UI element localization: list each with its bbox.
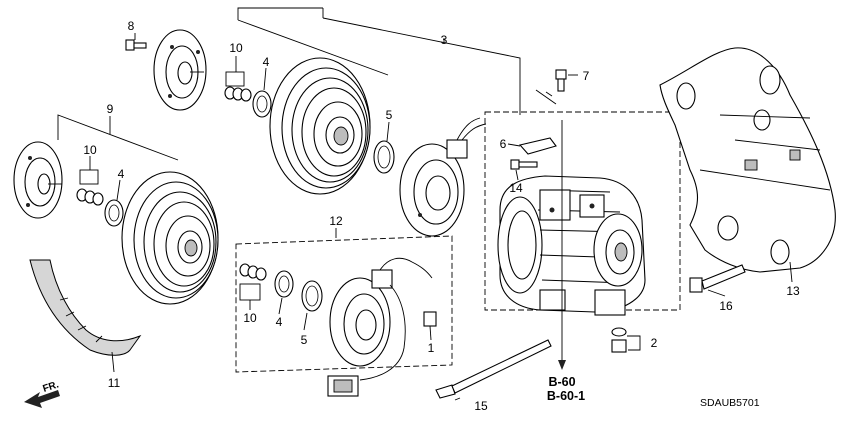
callout-2: 2 — [651, 336, 658, 350]
callout-15: 15 — [474, 399, 488, 413]
callout-1: 1 — [428, 341, 435, 355]
snap-ring-part-4-lower — [104, 199, 124, 227]
callout-10: 10 — [229, 41, 243, 55]
bolt-part-8 — [125, 39, 147, 51]
snap-ring-part-5-upper — [373, 140, 395, 174]
pulley-upper — [269, 57, 371, 195]
clutch-kit-dashed-box — [235, 235, 453, 373]
compressor-body — [497, 175, 646, 316]
callout-5: 5 — [301, 333, 308, 347]
reference-b-60: B-60 — [548, 375, 575, 389]
callout-3: 3 — [441, 33, 448, 47]
compressor-dashed-box — [484, 111, 681, 311]
nut-part-2 — [611, 327, 627, 353]
callout-10: 10 — [83, 143, 97, 157]
bracket-part-6 — [518, 137, 557, 155]
callout-8: 8 — [128, 19, 135, 33]
callout-16: 16 — [719, 299, 733, 313]
callout-5: 5 — [386, 108, 393, 122]
mounting-bracket-part-13 — [659, 47, 836, 273]
pulley-lower — [121, 171, 219, 305]
shims-part-10-upper — [224, 71, 252, 102]
field-coil-part-1 — [327, 257, 437, 397]
drive-belt-part-11 — [29, 259, 142, 356]
callout-4: 4 — [118, 167, 125, 181]
bracket-part-9 — [57, 114, 179, 161]
callout-9: 9 — [107, 102, 114, 116]
bolt-part-14 — [510, 159, 538, 170]
callout-7: 7 — [583, 69, 590, 83]
clutch-plate-upper — [153, 29, 207, 111]
callout-labels: 8 10 4 3 7 9 10 4 5 6 14 12 10 4 5 1 2 1… — [42, 19, 800, 413]
clutch-plate-lower — [13, 141, 63, 219]
shims-part-10-kit — [239, 263, 267, 301]
diagram-code: SDAUB5701 — [700, 397, 760, 409]
shims-part-10-lower — [76, 169, 104, 206]
front-arrow-label: FR. — [42, 379, 61, 395]
callout-11: 11 — [108, 376, 121, 390]
bolt-part-7 — [555, 69, 567, 92]
callout-13: 13 — [786, 284, 800, 298]
snap-ring-part-5-kit — [301, 280, 323, 312]
front-arrow-icon — [24, 390, 60, 408]
reference-b-60-1: B-60-1 — [547, 389, 585, 403]
bracket-part-3 — [237, 7, 521, 115]
bolt-part-16 — [689, 264, 746, 293]
bolt-part-15 — [435, 339, 552, 399]
field-coil-upper — [399, 117, 487, 237]
snap-ring-part-4-kit — [274, 270, 294, 298]
callout-12: 12 — [329, 214, 343, 228]
callout-14: 14 — [509, 181, 523, 195]
callout-4: 4 — [263, 55, 270, 69]
callout-10: 10 — [243, 311, 257, 325]
snap-ring-part-4-upper — [252, 90, 272, 118]
callout-6: 6 — [500, 137, 507, 151]
callout-4: 4 — [276, 315, 283, 329]
